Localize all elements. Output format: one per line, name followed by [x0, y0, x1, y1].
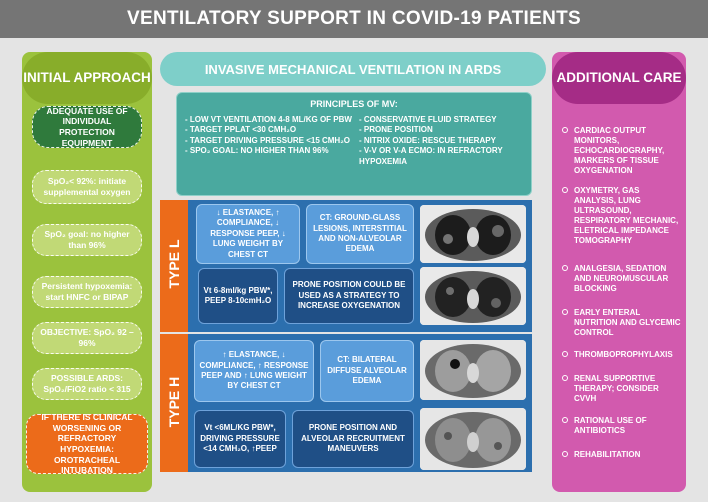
type-h-label: TYPE H	[166, 376, 182, 428]
care-item-nutrition: EARLY ENTERAL NUTRITION AND GLYCEMIC CON…	[562, 308, 682, 338]
type-l-mechanics: ↓ ELASTANCE, ↑ COMPLIANCE, ↓ RESPONSE PE…	[196, 204, 300, 264]
type-l-ct-image-1	[420, 205, 526, 263]
bullet-icon	[562, 265, 568, 271]
principles-title: PRINCIPLES OF MV:	[310, 99, 398, 109]
bullet-icon	[562, 127, 568, 133]
type-h-mechanics: ↑ ELASTANCE, ↓ COMPLIANCE, ↑ RESPONSE PE…	[194, 340, 314, 402]
principles-left-list: - LOW VT VENTILATION 4-8 ML/KG OF PBW - …	[185, 115, 353, 157]
type-l-tab: TYPE L	[160, 200, 188, 332]
principles-right-list: - CONSERVATIVE FLUID STRATEGY - PRONE PO…	[359, 115, 527, 167]
initial-approach-header: INITIAL APPROACH	[22, 52, 152, 104]
care-item-antibiotics: RATIONAL USE OF ANTIBIOTICS	[562, 416, 682, 436]
type-l-ct-image-2	[420, 267, 526, 325]
type-l-ventilation: Vt 6-8ml/kg PBW*, PEEP 8-10cmH₂O	[198, 268, 278, 324]
type-l-label: TYPE L	[166, 239, 182, 289]
imv-header: INVASIVE MECHANICAL VENTILATION IN ARDS	[160, 52, 546, 86]
additional-care-header: ADDITIONAL CARE	[552, 52, 686, 104]
principle-item: - LOW VT VENTILATION 4-8 ML/KG OF PBW	[185, 115, 352, 124]
type-h-ct-image-1	[420, 340, 526, 400]
care-item-thromboprophylaxis: THROMBOPROPHYLAXIS	[562, 350, 682, 360]
left-item-protection: ADEQUATE USE OF INDIVIDUAL PROTECTION EQ…	[32, 106, 142, 148]
care-item-oxymetry: OXYMETRY, GAS ANALYSIS, LUNG ULTRASOUND,…	[562, 186, 682, 246]
bullet-icon	[562, 351, 568, 357]
left-item-persistent-hypoxemia: Persistent hypoxemia: start HNFC or BIPA…	[32, 276, 142, 308]
left-item-supplemental-oxygen: SpO₂< 92%: initiate supplemental oxygen	[32, 170, 142, 204]
type-l-ct: CT: GROUND-GLASS LESIONS, INTERSTITIAL A…	[306, 204, 414, 264]
principle-item: - TARGET PPLAT <30 CMH₂O	[185, 125, 297, 135]
bullet-icon	[562, 375, 568, 381]
additional-care-panel	[552, 52, 686, 492]
type-l-prone: PRONE POSITION COULD BE USED AS A STRATE…	[284, 268, 414, 324]
page-title: VENTILATORY SUPPORT IN COVID-19 PATIENTS	[0, 0, 708, 38]
bullet-icon	[562, 187, 568, 193]
care-item-renal: RENAL SUPPORTIVE THERAPY; CONSIDER CVVH	[562, 374, 682, 404]
care-item-cardiac: CARDIAC OUTPUT MONITORS, ECHOCARDIOGRAPH…	[562, 126, 682, 176]
bullet-icon	[562, 417, 568, 423]
principle-item: - V-V OR V-A ECMO: IN REFRACTORY HYPOXEM…	[359, 146, 503, 166]
principle-item: - CONSERVATIVE FLUID STRATEGY	[359, 115, 497, 124]
principles-box: PRINCIPLES OF MV: - LOW VT VENTILATION 4…	[176, 92, 532, 196]
bullet-icon	[562, 309, 568, 315]
principle-item: - NITRIX OXIDE: RESCUE THERAPY	[359, 135, 496, 145]
care-item-analgesia: ANALGESIA, SEDATION AND NEUROMUSCULAR BL…	[562, 264, 682, 294]
left-escalation-box: IF THERE IS CLINICAL WORSENING OR REFRAC…	[26, 412, 148, 475]
left-item-objective: OBJECTIVE: SpO₂ 92 – 96%	[32, 322, 142, 354]
type-h-prone: PRONE POSITION AND ALVEOLAR RECRUITMENT …	[292, 410, 414, 468]
bullet-icon	[562, 451, 568, 457]
left-item-possible-ards: POSSIBLE ARDS: SpO₂/FiO2 ratio < 315	[32, 368, 142, 400]
principle-item: - TARGET DRIVING PRESSURE <15 CMH₂O	[185, 135, 350, 145]
type-h-ct-image-2	[420, 408, 526, 470]
principle-item: - PRONE POSITION	[359, 125, 433, 135]
type-h-tab: TYPE H	[160, 334, 188, 472]
left-item-spo2-goal: SpO₂ goal: no higher than 96%	[32, 224, 142, 256]
type-h-ct: CT: BILATERAL DIFFUSE ALVEOLAR EDEMA	[320, 340, 414, 402]
principle-item: - SPO₂ GOAL: NO HIGHER THAN 96%	[185, 146, 329, 156]
type-h-ventilation: Vt <6ML/KG PBW*, DRIVING PRESSURE <14 CM…	[194, 410, 286, 468]
care-item-rehabilitation: REHABILITATION	[562, 450, 682, 460]
